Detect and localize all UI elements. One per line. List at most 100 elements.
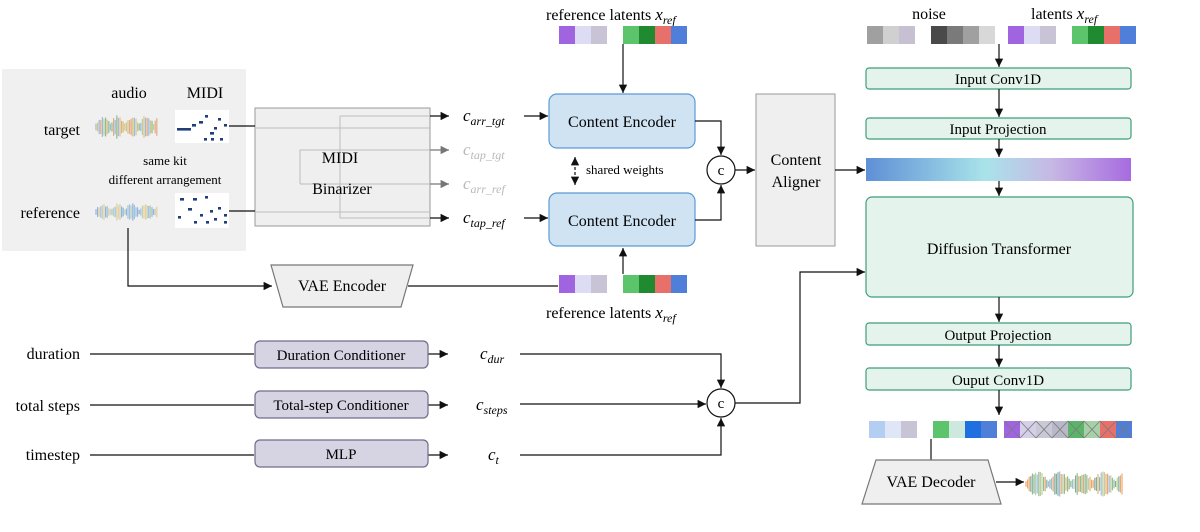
- global-conds-to-concat: [520, 267, 865, 456]
- latent-cell: [979, 26, 995, 44]
- panel-to-binarizer-lines: [229, 125, 255, 212]
- projected-embedding-bar: [866, 158, 1131, 181]
- latent-cell: [623, 275, 639, 293]
- total-steps-input-label: total steps: [16, 398, 80, 415]
- output-projection-label: Output Projection: [944, 328, 1052, 344]
- input-conv1d-block: Input Conv1D: [865, 67, 1132, 90]
- ref-latents-bottom-strip: [559, 275, 687, 293]
- binarizer-output-arrows: [430, 111, 449, 223]
- ref-latents-top-label: reference latents xref: [546, 5, 677, 27]
- latent-cell: [655, 275, 671, 293]
- latent-cell: [639, 26, 655, 44]
- latent-cell: [963, 26, 979, 44]
- output-conv1d-label: Ouput Conv1D: [952, 373, 1044, 389]
- vae-decoder-block: VAE Decoder: [861, 459, 1002, 505]
- duration-input-label: duration: [27, 346, 80, 363]
- latent-cell: [915, 26, 931, 44]
- latent-cell: [947, 26, 963, 44]
- c-arr-ref-label: carr_ref: [463, 174, 506, 196]
- content-aligner-label-2: Aligner: [772, 174, 822, 191]
- audio-to-vae-encoder-line: [127, 228, 272, 291]
- target-midi-pianoroll: [175, 110, 229, 143]
- encoders-to-concat: [695, 120, 755, 221]
- content-encoder-top: Content Encoder: [548, 93, 696, 149]
- vae-encoder-label: VAE Encoder: [298, 278, 387, 295]
- latent-cell: [639, 275, 655, 293]
- concat-node-global: c: [706, 388, 736, 418]
- latent-cell: [1008, 26, 1024, 44]
- latent-cell: [931, 26, 947, 44]
- diffusion-transformer-block: Diffusion Transformer: [865, 196, 1134, 298]
- binarizer-label-2: Binarizer: [312, 181, 372, 198]
- midi-binarizer-block: MIDI Binarizer: [254, 107, 431, 227]
- vae-encoder-block: VAE Encoder: [270, 264, 414, 308]
- ref-latents-bottom-label: reference latents xref: [546, 303, 677, 325]
- c-arr-tgt-label: carr_tgt: [463, 106, 505, 128]
- output-latents-strip: [869, 421, 997, 438]
- c-tap-ref-label: ctap_ref: [463, 208, 506, 230]
- concat-node-content: c: [706, 155, 736, 185]
- latent-cell: [607, 275, 623, 293]
- duration-conditioner-label: Duration Conditioner: [277, 348, 406, 364]
- latent-cell: [1056, 26, 1072, 44]
- input-panel: audio MIDI target reference same kit dif…: [2, 69, 246, 251]
- latent-cell: [607, 26, 623, 44]
- input-projection-label: Input Projection: [949, 122, 1047, 138]
- c-steps-label: csteps: [476, 395, 508, 417]
- target-audio-waveform: [95, 115, 158, 139]
- duration-conditioner: Duration Conditioner: [254, 340, 429, 369]
- row-target-label: target: [44, 122, 81, 139]
- discarded-reference-latents-strip: [1003, 420, 1133, 439]
- col-midi-label: MIDI: [187, 85, 223, 102]
- conditions-to-encoders: [524, 111, 548, 223]
- concat-symbol-2: c: [718, 396, 725, 412]
- latents-right-strip: [1008, 26, 1136, 44]
- timestep-input-label: timestep: [26, 447, 80, 464]
- latent-cell: [869, 421, 885, 438]
- latent-cell: [933, 421, 949, 438]
- latent-cell: [981, 421, 997, 438]
- noise-label: noise: [912, 6, 946, 23]
- latent-cell: [671, 26, 687, 44]
- binarizer-box: [254, 107, 431, 227]
- mlp-block: MLP: [254, 439, 429, 468]
- latent-cell: [591, 26, 607, 44]
- total-step-conditioner-label: Total-step Conditioner: [273, 398, 408, 414]
- content-encoder-top-label: Content Encoder: [568, 114, 677, 131]
- latents-top-label: latents xref: [1031, 4, 1099, 26]
- latent-cell: [949, 421, 965, 438]
- content-encoder-bottom: Content Encoder: [548, 192, 696, 247]
- input-projection-block: Input Projection: [865, 117, 1132, 140]
- latent-cell: [899, 26, 915, 44]
- content-aligner-label-1: Content: [771, 152, 822, 169]
- generated-audio-waveform: [1025, 471, 1123, 497]
- vae-decoder-label: VAE Decoder: [886, 474, 976, 491]
- output-projection-block: Output Projection: [865, 322, 1132, 346]
- binarizer-internal-lines: [255, 115, 430, 219]
- latent-cell: [1104, 26, 1120, 44]
- content-encoder-bottom-label: Content Encoder: [568, 213, 677, 230]
- latent-cell: [885, 421, 901, 438]
- total-step-conditioner: Total-step Conditioner: [254, 390, 429, 419]
- col-audio-label: audio: [111, 85, 147, 102]
- binarizer-label-1: MIDI: [322, 150, 358, 167]
- different-arrangement-note: different arrangement: [109, 172, 222, 187]
- output-conv1d-block: Ouput Conv1D: [865, 367, 1132, 391]
- c-tap-tgt-label: ctap_tgt: [463, 140, 505, 162]
- latent-cell: [1120, 26, 1136, 44]
- latent-cell: [917, 421, 933, 438]
- ref-latents-top-strip: [559, 26, 687, 44]
- latent-cell: [559, 26, 575, 44]
- latent-cell: [1072, 26, 1088, 44]
- row-reference-label: reference: [21, 205, 81, 222]
- latent-cell: [867, 26, 883, 44]
- latent-cell: [965, 421, 981, 438]
- c-dur-label: cdur: [480, 344, 505, 366]
- reference-audio-waveform: [95, 203, 158, 221]
- latent-cell: [559, 275, 575, 293]
- noise-strip: [867, 26, 995, 44]
- latent-cell: [671, 275, 687, 293]
- latent-cell: [901, 421, 917, 438]
- concat-symbol-1: c: [718, 163, 725, 179]
